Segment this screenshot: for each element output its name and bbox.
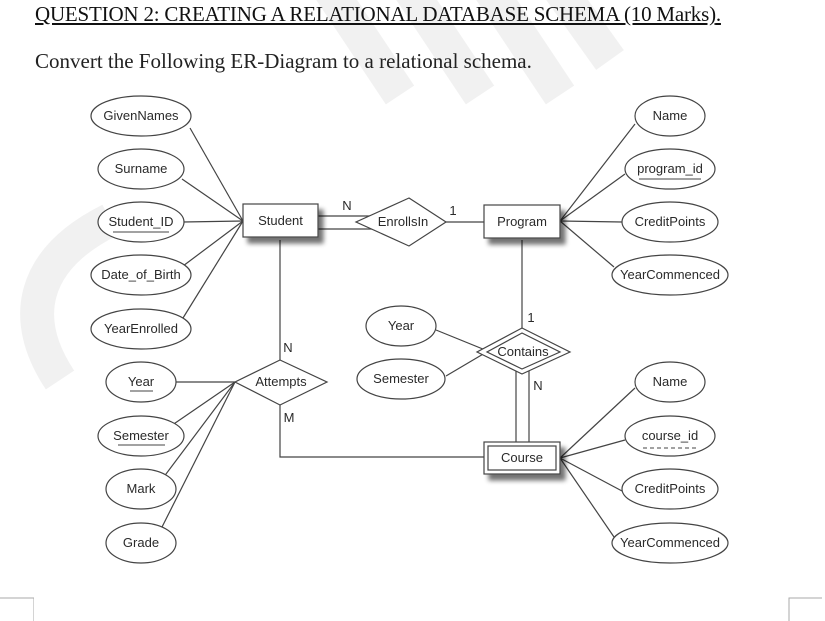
line-course-name: [559, 387, 636, 459]
attribute-mark-label: Mark: [127, 481, 156, 496]
attribute-course-id-label: course_id: [642, 428, 698, 443]
attribute-yearenrolled: YearEnrolled: [90, 308, 192, 350]
attribute-surname-label: Surname: [115, 161, 168, 176]
entity-student: Student: [242, 203, 319, 238]
attribute-student-id-key: Student_ID: [97, 201, 185, 243]
attribute-givennames: GivenNames: [90, 95, 192, 137]
attribute-date-of-birth-label: Date_of_Birth: [101, 267, 181, 282]
attribute-contains-semester-label: Semester: [373, 371, 429, 386]
cardinality-attempts-course: M: [284, 410, 295, 425]
attribute-course-name: Name: [634, 361, 706, 403]
attribute-date-of-birth: Date_of_Birth: [90, 254, 192, 296]
attribute-yearenrolled-label: YearEnrolled: [104, 321, 178, 336]
attribute-program-name: Name: [634, 95, 706, 137]
line-grade-attempts: [158, 381, 236, 534]
attribute-course-yearcommenced: YearCommenced: [611, 522, 729, 564]
page-corner-mark-left: [0, 597, 34, 621]
relationship-enrollsin-label: EnrollsIn: [378, 214, 429, 229]
cardinality-enrollsin-program: 1: [449, 203, 456, 218]
entity-program: Program: [483, 204, 561, 239]
question-title-period: .: [715, 2, 721, 26]
attribute-attempts-year-label: Year: [128, 374, 155, 389]
attribute-program-creditpoints-label: CreditPoints: [635, 214, 706, 229]
cardinality-contains-course: N: [533, 378, 542, 393]
relationship-attempts: Attempts: [233, 359, 329, 406]
attribute-program-id-key: program_id: [624, 148, 716, 190]
attribute-grade-label: Grade: [123, 535, 159, 550]
line-course-yearcommenced: [559, 457, 615, 538]
line-semester-attempts: [164, 381, 236, 431]
relationship-contains-label: Contains: [497, 344, 549, 359]
relationship-attempts-label: Attempts: [255, 374, 307, 389]
entity-course-weak: Course: [483, 441, 561, 475]
connector-lines: [156, 123, 636, 538]
line-dob-student: [182, 220, 244, 267]
line-mark-attempts: [156, 381, 236, 487]
line-attempts-course: [279, 405, 484, 458]
line-course-creditpoints: [559, 457, 623, 492]
attribute-program-name-label: Name: [653, 108, 688, 123]
question-title: QUESTION 2: CREATING A RELATIONAL DATABA…: [35, 2, 721, 27]
attribute-program-id-label: program_id: [637, 161, 703, 176]
question-instruction: Convert the Following ER-Diagram to a re…: [35, 49, 532, 73]
attribute-contains-semester: Semester: [356, 358, 446, 400]
attribute-contains-year-label: Year: [388, 318, 415, 333]
attribute-course-name-label: Name: [653, 374, 688, 389]
entity-student-label: Student: [258, 213, 303, 228]
cardinality-student-attempts: N: [283, 340, 292, 355]
relationship-contains-identifying: Contains: [475, 327, 572, 375]
attribute-course-yearcommenced-label: YearCommenced: [620, 535, 720, 550]
attribute-attempts-semester-label: Semester: [113, 428, 169, 443]
attribute-grade: Grade: [105, 522, 177, 564]
relationship-enrollsin: EnrollsIn: [354, 197, 448, 247]
cardinality-program-contains: 1: [527, 310, 534, 325]
attribute-course-id-partial-key: course_id: [624, 415, 716, 457]
attribute-program-yearcommenced-label: YearCommenced: [620, 267, 720, 282]
cardinality-student-enrollsin: N: [342, 198, 351, 213]
line-yearenrolled-student: [182, 220, 244, 319]
attribute-givennames-label: GivenNames: [103, 108, 179, 123]
question-title-text: QUESTION 2: CREATING A RELATIONAL DATABA…: [35, 2, 716, 26]
attribute-mark: Mark: [105, 468, 177, 510]
entity-course-label: Course: [501, 450, 543, 465]
line-surname-student: [181, 178, 244, 222]
line-course-courseid: [559, 439, 626, 459]
entity-program-label: Program: [497, 214, 547, 229]
attribute-attempts-semester-key: Semester: [97, 415, 185, 457]
attribute-student-id-label: Student_ID: [108, 214, 173, 229]
line-givennames-student: [189, 127, 244, 222]
attribute-program-yearcommenced: YearCommenced: [611, 254, 729, 296]
attribute-contains-year: Year: [365, 305, 437, 347]
line-program-creditpoints: [559, 220, 623, 223]
line-studentid-student: [182, 220, 244, 223]
line-program-programid: [559, 173, 626, 222]
attribute-course-creditpoints-label: CreditPoints: [635, 481, 706, 496]
attribute-program-creditpoints: CreditPoints: [621, 201, 719, 243]
line-program-name: [559, 123, 636, 222]
attribute-course-creditpoints: CreditPoints: [621, 468, 719, 510]
line-program-yearcommenced: [559, 220, 615, 268]
attribute-surname: Surname: [97, 148, 185, 190]
attribute-attempts-year-key: Year: [105, 361, 177, 403]
page-corner-mark-right: [788, 597, 822, 621]
